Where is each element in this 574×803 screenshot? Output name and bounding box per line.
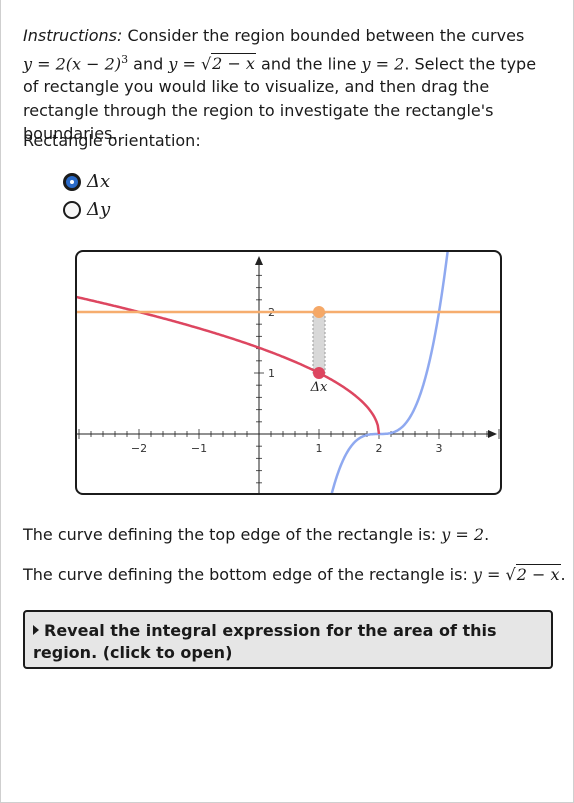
x-axis-arrow-icon <box>488 430 497 438</box>
radio-delta-y[interactable]: Δy <box>63 199 110 220</box>
cubic-equation: y = 2(x − 2) <box>23 53 122 73</box>
region-graph[interactable]: −2 −1 1 2 3 1 2 Δx <box>77 252 500 493</box>
cubic-exponent: 3 <box>121 52 129 66</box>
x-tick-label: 2 <box>376 442 383 455</box>
radio-delta-y-label: Δy <box>87 199 111 220</box>
rectangle-bottom-point[interactable] <box>313 367 325 379</box>
radical-sign: √ <box>505 565 516 584</box>
x-tick-label: 1 <box>316 442 323 455</box>
axis-minor-ticks <box>78 262 500 484</box>
bottom-edge-equation-radicand: 2 − x <box>515 564 561 584</box>
radio-unselected-indicator[interactable] <box>63 200 81 219</box>
bottom-edge-equation-lhs: y = <box>472 565 506 584</box>
sqrt-equation-lhs: y = <box>168 53 201 73</box>
draggable-rectangle[interactable] <box>312 311 326 374</box>
radio-selected-indicator[interactable] <box>63 172 81 191</box>
top-edge-text: The curve defining the top edge of the r… <box>23 525 442 544</box>
sqrt-equation-radicand: 2 − x <box>211 52 256 73</box>
radical-sign: √ <box>200 53 212 73</box>
line-equation: y = 2 <box>361 53 405 73</box>
bottom-edge-sentence: The curve defining the bottom edge of th… <box>23 564 566 584</box>
and-text: and <box>128 53 169 73</box>
rectangle-top-point[interactable] <box>313 306 325 318</box>
instructions-text: Instructions: Consider the region bounde… <box>23 24 555 146</box>
instructions-part-2: and the line <box>255 53 362 73</box>
rectangle-label: Δx <box>310 380 328 395</box>
disclosure-triangle-icon <box>33 625 39 635</box>
sqrt-curve <box>77 295 381 435</box>
reveal-integral-label: Reveal the integral expression for the a… <box>33 621 497 662</box>
x-tick-label: −2 <box>131 442 147 455</box>
bottom-edge-text: The curve defining the bottom edge of th… <box>23 565 473 584</box>
graph-panel[interactable]: −2 −1 1 2 3 1 2 Δx <box>75 250 502 495</box>
radio-delta-x[interactable]: Δx <box>63 171 110 192</box>
cubic-curve <box>330 252 449 493</box>
orientation-label: Rectangle orientation: <box>23 131 201 150</box>
x-tick-label: −1 <box>191 442 207 455</box>
instructions-lead: Instructions: <box>23 26 123 45</box>
reveal-integral-toggle[interactable]: Reveal the integral expression for the a… <box>23 610 553 669</box>
x-tick-label: 3 <box>436 442 443 455</box>
radio-delta-x-label: Δx <box>87 171 111 192</box>
instructions-part-3: . Select the type of rectangle you would… <box>23 53 537 144</box>
instructions-part-1: Consider the region bounded between the … <box>122 26 525 45</box>
y-axis-arrow-icon <box>255 256 263 265</box>
top-edge-equation: y = 2 <box>441 525 485 544</box>
y-tick-label: 1 <box>268 367 275 380</box>
top-edge-sentence: The curve defining the top edge of the r… <box>23 525 490 544</box>
